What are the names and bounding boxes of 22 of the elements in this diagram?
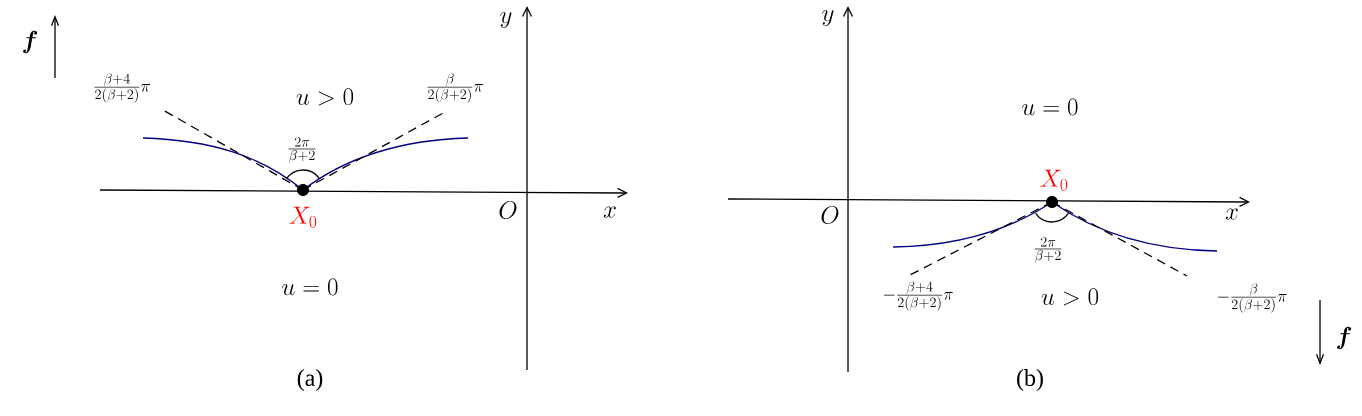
force-label: $\boldsymbol{f}$ (1337, 326, 1352, 350)
angle-label: $\frac{2\pi}{\beta+2}$ (1034, 236, 1062, 263)
axis-label: $y$ (822, 10, 834, 26)
axis-label: $x$ (1225, 208, 1238, 220)
angle-label: $\frac{2\pi}{\beta+2}$ (288, 136, 316, 163)
region-label: $u>0$ (296, 88, 354, 106)
axis-label: $y$ (500, 12, 512, 28)
panel-label: (a) (297, 369, 323, 391)
axis-label: $O$ (499, 201, 517, 219)
angle-label: $-\frac{\beta}{2(\beta+2)}\pi$ (1218, 283, 1287, 313)
panel-label: (b) (1017, 369, 1043, 391)
region-label: $u>0$ (1041, 288, 1099, 306)
axis-label: $x$ (603, 206, 616, 218)
region-label: $u=0$ (1022, 98, 1078, 116)
axis-label: $O$ (821, 206, 839, 224)
region-label: $u=0$ (282, 278, 338, 296)
force-label: $\boldsymbol{f}$ (23, 30, 38, 54)
point-label: $X_0$ (289, 206, 317, 228)
angle-label: $\frac{\beta+4}{2(\beta+2)}\pi$ (94, 73, 151, 103)
angle-label: $-\frac{\beta+4}{2(\beta+2)}\pi$ (884, 281, 953, 311)
point-label: $X_0$ (1040, 169, 1068, 191)
angle-label: $\frac{\beta}{2(\beta+2)}\pi$ (427, 73, 484, 103)
